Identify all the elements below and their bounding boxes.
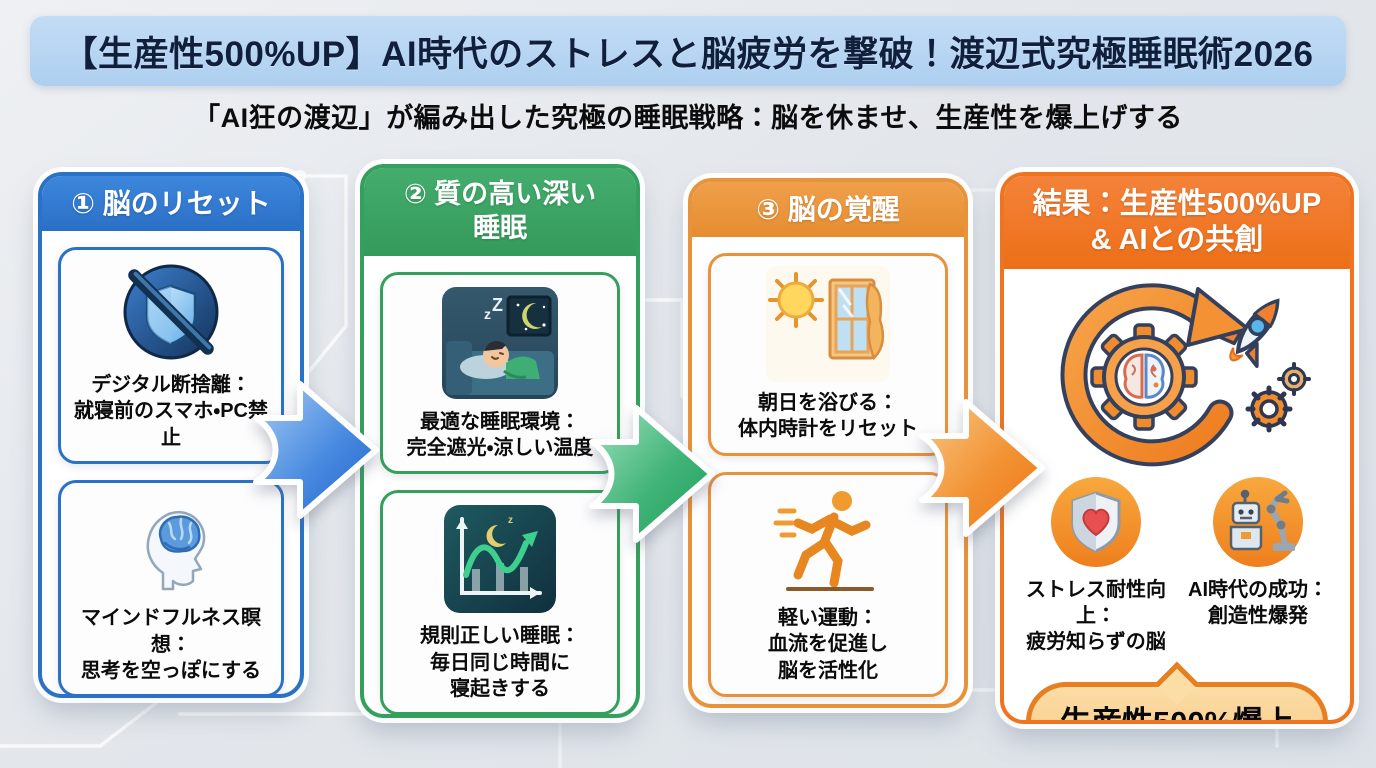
arrow-step2-to-step3 bbox=[589, 405, 715, 543]
page-subtitle: 「AI狂の渡辺」が編み出した究極の睡眠戦略：脳を休ませ、生産性を爆上げする bbox=[193, 103, 1183, 133]
step3-column: ③ 脳の覚醒 bbox=[688, 178, 968, 708]
card-regular-sleep-text: 規則正しい睡眠： 毎日同じ時間に 寝起きする bbox=[420, 625, 580, 701]
title-banner: 【生産性500%UP】AI時代のストレスと脳疲労を撃破！渡辺式究極睡眠術2026 bbox=[30, 16, 1346, 86]
step1-body: デジタル断捨離： 就寝前のスマホ・PC禁止 マインドフルネス瞑想： 思考を空っぽ… bbox=[42, 231, 300, 694]
card-mindfulness-text: マインドフルネス瞑想： 思考を空っぽにする bbox=[80, 607, 262, 682]
card-morning-sun-text: 朝日を浴びる： 体内時計をリセット bbox=[738, 392, 918, 441]
result-outcomes: ストレス耐性向上： 疲労知らずの脳 bbox=[1018, 475, 1336, 656]
svg-text:Z: Z bbox=[492, 295, 503, 315]
robot-arm-icon bbox=[1211, 475, 1305, 569]
card-regular-sleep: z 規則正しい睡眠： 毎日同じ時間に 寝起きする bbox=[380, 490, 620, 714]
step1-column: ① 脳のリセット bbox=[38, 172, 304, 698]
step1-header: ① 脳のリセット bbox=[42, 176, 300, 231]
svg-text:z: z bbox=[484, 306, 491, 322]
sleep-schedule-chart-icon: z bbox=[442, 503, 558, 615]
step3-header: ③ 脳の覚醒 bbox=[692, 182, 964, 237]
digital-detox-shield-icon bbox=[119, 260, 223, 364]
svg-text:z: z bbox=[508, 515, 513, 526]
arrow-step3-to-result bbox=[919, 399, 1045, 537]
running-person-icon bbox=[768, 485, 888, 597]
result-header: 結果：生産性500%UP & AIとの共創 bbox=[1004, 176, 1350, 269]
card-morning-sun: 朝日を浴びる： 体内時計をリセット bbox=[708, 253, 948, 456]
result-body: ストレス耐性向上： 疲労知らずの脳 bbox=[1004, 269, 1350, 724]
outcome-stress-resilience-text: ストレス耐性向上： 疲労知らずの脳 bbox=[1026, 578, 1166, 654]
bubble-pointer bbox=[1155, 661, 1199, 706]
step3-body: 朝日を浴びる： 体内時計をリセット bbox=[692, 237, 964, 704]
result-column: 結果：生産性500%UP & AIとの共創 bbox=[1000, 172, 1354, 724]
shield-heart-icon bbox=[1049, 475, 1143, 569]
result-bubble: 生産性500%爆上げ！ bbox=[1026, 661, 1328, 724]
card-light-exercise: 軽い運動： 血流を促進し 脳を活性化 bbox=[708, 471, 948, 697]
card-sleep-environment: z Z 最適な睡眠環境： 完全遮光・涼しい温度 bbox=[380, 271, 620, 475]
result-bubble-text: 生産性500%爆上げ！ bbox=[1059, 704, 1295, 724]
outcome-ai-success-text: AI時代の成功： 創造性爆発 bbox=[1188, 578, 1328, 627]
page-title: 【生産性500%UP】AI時代のストレスと脳疲労を撃破！渡辺式究極睡眠術2026 bbox=[62, 34, 1314, 74]
outcome-stress-resilience: ストレス耐性向上： 疲労知らずの脳 bbox=[1018, 475, 1174, 656]
card-sleep-environment-text: 最適な睡眠環境： 完全遮光・涼しい温度 bbox=[406, 410, 594, 459]
outcome-ai-success: AI時代の成功： 創造性爆発 bbox=[1180, 475, 1336, 630]
step2-header: ② 質の高い深い 睡眠 bbox=[364, 168, 636, 256]
card-light-exercise-text: 軽い運動： 血流を促進し 脳を活性化 bbox=[768, 606, 888, 682]
arrow-step1-to-step2 bbox=[253, 381, 379, 519]
gear-brain-rocket-icon bbox=[1018, 279, 1336, 467]
card-digital-detox: デジタル断捨離： 就寝前のスマホ・PC禁止 bbox=[58, 247, 284, 465]
step2-body: z Z 最適な睡眠環境： 完全遮光・涼しい温度 bbox=[364, 256, 636, 714]
morning-sun-window-icon bbox=[766, 266, 890, 382]
card-digital-detox-text: デジタル断捨離： 就寝前のスマホ・PC禁止 bbox=[74, 374, 268, 449]
mindfulness-head-brain-icon bbox=[119, 493, 223, 597]
card-mindfulness: マインドフルネス瞑想： 思考を空っぽにする bbox=[58, 480, 284, 694]
sleeping-person-icon: z Z bbox=[440, 285, 560, 401]
